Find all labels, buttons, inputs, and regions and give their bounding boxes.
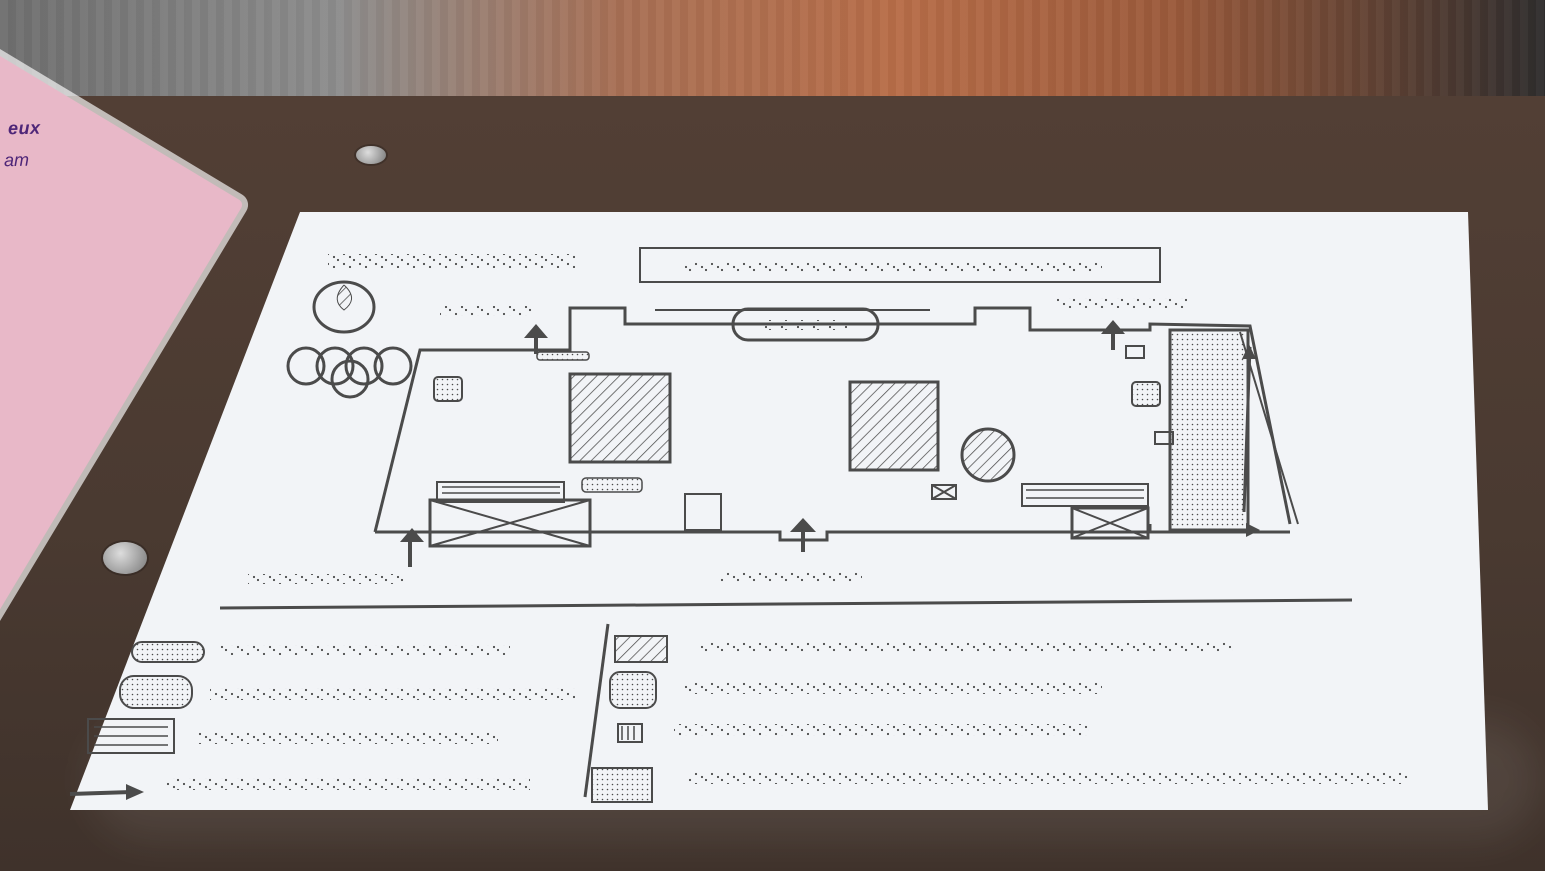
bottom-braille <box>219 572 1353 798</box>
screw-top <box>356 146 386 164</box>
paper-surface <box>70 212 1488 810</box>
legend <box>69 635 1408 803</box>
booklet-subtext: am <box>3 149 30 171</box>
screw-left <box>103 542 147 574</box>
tactile-map-sheet <box>69 212 1490 832</box>
top-braille-row <box>328 247 1187 316</box>
booklet-text: eux <box>7 117 41 139</box>
olympic-logo <box>286 280 413 399</box>
tactile-map <box>69 212 1488 810</box>
map-features <box>400 320 1299 567</box>
